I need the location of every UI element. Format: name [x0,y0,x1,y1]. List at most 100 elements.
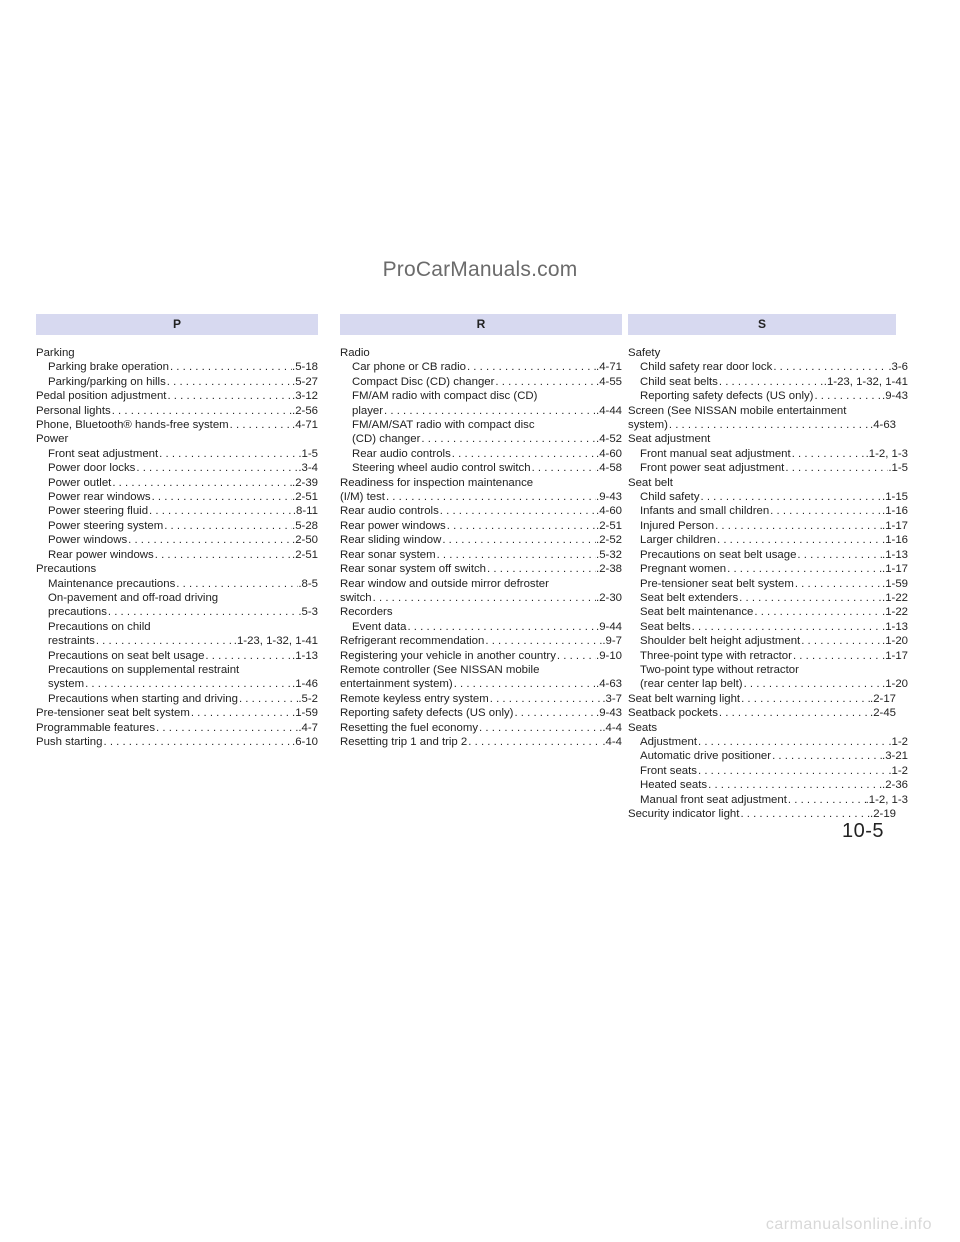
dot-leader [204,649,292,663]
entry-term: Precautions on supplemental restraint [48,663,240,676]
entry-page-ref: .1-22 [882,606,908,619]
dot-leader [718,375,824,389]
index-entry: Shoulder belt height adjustment.1-20 [628,634,908,648]
dot-leader [451,447,596,461]
dot-leader [383,404,596,418]
entry-page-ref: .4-71 [292,419,318,432]
entry-term: Front manual seat adjustment [640,447,791,460]
dot-leader [127,533,292,547]
dot-leader [738,591,882,605]
index-entry: Larger children.1-16 [628,533,908,547]
entry-term: entertainment system) [340,678,453,691]
index-entry: Safety [628,346,896,360]
dot-leader [691,620,882,634]
index-entry: Event data.9-44 [340,620,622,634]
entry-term: Power door locks [48,462,136,475]
dot-leader [467,735,602,749]
index-entry: Power [36,432,318,446]
index-entry: Phone, Bluetooth® hands-free system .4-71 [36,418,318,432]
entry-term: Screen (See NISSAN mobile entertainment [628,404,847,417]
index-entry: Rear sliding window.2-52 [340,533,622,547]
index-entry: Manual front seat adjustment.1-2, 1-3 [628,793,908,807]
entry-term: FM/AM/SAT radio with compact disc [352,419,535,432]
entry-page-ref: .4-4 [602,735,622,748]
entry-page-ref: .3-12 [292,390,318,403]
entry-term: Parking [36,347,75,359]
entry-page-ref: .8-11 [292,505,318,518]
entry-page-ref: .1-13 [882,620,908,633]
entry-term: Seat belts [640,620,691,633]
dot-leader [95,634,234,648]
entry-page-ref: .2-30 [596,591,622,604]
index-entry: (CD) changer.4-52 [340,432,622,446]
entry-page-ref: .2-38 [596,563,622,576]
entry-term: Car phone or CB radio [352,361,466,374]
index-entry: Rear sonar system off switch .2-38 [340,562,622,576]
dot-leader [484,634,602,648]
entry-term: (rear center lap belt) [640,678,743,691]
entry-page-ref: .3-6 [888,361,908,374]
dot-leader [753,605,882,619]
entry-page-ref: .9-10 [596,649,622,662]
index-entry: Pre-tensioner seat belt system.1-59 [628,577,908,591]
index-entry: system.1-46 [36,677,318,691]
entry-term: Parking brake operation [48,361,169,374]
entry-term: Two-point type without retractor [640,663,799,676]
index-entry: Remote controller (See NISSAN mobile [340,663,622,677]
dot-leader [406,620,596,634]
dot-leader [707,778,882,792]
entry-term: Remote keyless entry system [340,692,489,705]
dot-leader [791,447,866,461]
dot-leader [169,360,292,374]
entry-term: Compact Disc (CD) changer [352,375,495,388]
entry-term: (CD) changer [352,433,421,446]
index-entry: Maintenance precautions.8-5 [36,577,318,591]
dot-leader [453,677,596,691]
index-entry: Infants and small children.1-16 [628,504,908,518]
entry-page-ref: .1-20 [882,635,908,648]
index-entry: player.4-44 [340,404,622,418]
entry-term: Readiness for inspection maintenance [340,476,534,489]
entry-term: Adjustment [640,735,697,748]
entry-page-ref: .9-44 [596,620,622,633]
entry-term: Precautions on seat belt usage [640,548,797,561]
entry-term: Recorders [340,606,393,619]
entry-page-ref: .2-45 [870,707,896,720]
index-entry: Rear window and outside mirror defroster [340,577,622,591]
entry-page-ref: .4-55 [596,375,622,388]
dot-leader [436,548,596,562]
entry-page-ref: .9-43 [882,390,908,403]
index-entry: Rear power windows.2-51 [36,548,318,562]
entry-page-ref: .4-4 [602,721,622,734]
index-entry: Seat adjustment [628,432,896,446]
entry-term: Rear sonar system [340,548,436,561]
index-entry: switch .2-30 [340,591,622,605]
entry-page-ref: .1-59 [292,707,318,720]
index-entry: Parking/parking on hills.5-27 [36,375,318,389]
entry-page-ref: .2-17 [870,692,896,705]
entry-term: switch [340,591,372,604]
dot-leader [372,591,596,605]
dot-leader [800,634,882,648]
entry-term: Radio [340,347,370,359]
entry-term: Phone, Bluetooth® hands-free system [36,419,229,432]
entry-term: Rear sonar system off switch [340,563,487,576]
entry-page-ref: .1-2, 1-3 [865,793,908,806]
entry-term: Power windows [48,534,128,547]
index-entry: Pregnant women.1-17 [628,562,908,576]
entry-term: Safety [628,347,661,359]
entry-term: Power steering fluid [48,505,149,518]
dot-leader [135,461,298,475]
index-entry: Seat belts .1-13 [628,620,908,634]
entry-term: On-pavement and off-road driving [48,591,219,604]
dot-leader [155,721,298,735]
entry-term: Rear audio controls [340,505,439,518]
entry-term: Heated seats [640,779,708,792]
entry-page-ref: .2-19 [870,808,896,820]
index-entry: Precautions on supplemental restraint [36,663,318,677]
dot-leader [151,490,292,504]
dot-leader [531,461,596,475]
